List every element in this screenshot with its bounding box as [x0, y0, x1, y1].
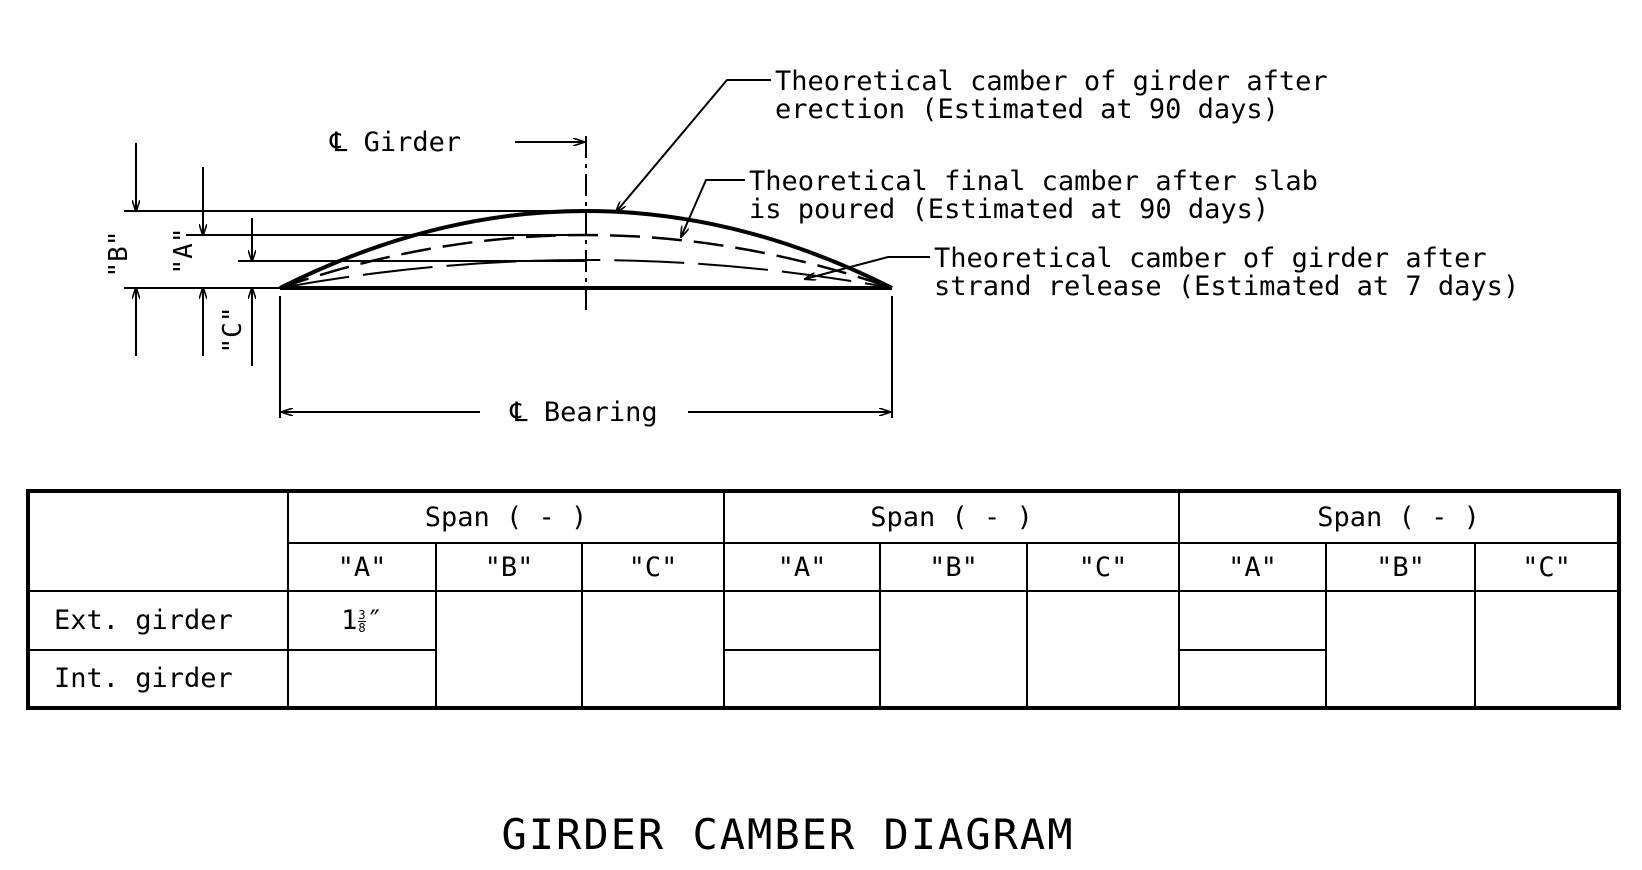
dim-a-label: "A" — [169, 228, 199, 275]
cell-span1-b — [435, 590, 583, 709]
erection-note-line2: erection (Estimated at 90 days) — [775, 94, 1279, 125]
erection-leader — [616, 79, 771, 212]
girder-centerline-label: ℄ Girder — [329, 127, 461, 158]
col-header-a: "A" — [1178, 542, 1328, 592]
final-note-line2: is poured (Estimated at 90 days) — [749, 194, 1269, 225]
col-header-a: "A" — [287, 542, 437, 592]
row-label-int-girder: Int. girder — [27, 649, 289, 709]
release-leader — [805, 256, 930, 279]
span-header-3: Span ( - ) — [1178, 490, 1621, 544]
col-header-c: "C" — [580, 542, 726, 592]
camber-value-unit: ″ — [366, 605, 383, 636]
release-note-line2: strand release (Estimated at 7 days) — [934, 271, 1519, 302]
erection-note-line1: Theoretical camber of girder after — [775, 66, 1328, 97]
camber-table: Span ( - ) Span ( - ) Span ( - ) "A" "B"… — [26, 489, 1622, 710]
cell-span2-a-ext — [723, 590, 882, 651]
camber-value-whole: 1 — [341, 605, 358, 636]
dim-b-label: "B" — [104, 231, 134, 278]
cell-span3-b — [1325, 590, 1477, 709]
cell-span2-b — [879, 590, 1029, 709]
release-note-line1: Theoretical camber of girder after — [934, 243, 1487, 274]
row-label-ext-girder: Ext. girder — [27, 590, 289, 651]
col-header-a: "A" — [723, 542, 882, 592]
bearing-centerline-label: ℄ Bearing — [509, 397, 657, 428]
col-header-c: "C" — [1474, 542, 1621, 592]
table-row: Int. girder — [27, 649, 1619, 709]
fraction-numerator: 3 — [358, 608, 366, 622]
col-header-c: "C" — [1026, 542, 1181, 592]
col-header-b: "B" — [879, 542, 1029, 592]
col-header-b: "B" — [435, 542, 583, 592]
final-leader — [681, 179, 745, 237]
table-corner-cell — [27, 490, 289, 592]
cell-span2-a-int — [723, 649, 882, 709]
span-header-2: Span ( - ) — [723, 490, 1181, 544]
cell-span1-c — [580, 590, 726, 709]
dim-c-label: "C" — [218, 307, 248, 354]
cell-span3-c — [1474, 590, 1621, 709]
col-header-b: "B" — [1325, 542, 1477, 592]
cell-span3-a-ext — [1178, 590, 1328, 651]
table-header-span-row: Span ( - ) Span ( - ) Span ( - ) — [27, 490, 1621, 592]
cell-span3-a-int — [1178, 649, 1328, 709]
span-header-1: Span ( - ) — [286, 490, 726, 544]
fraction-denominator: 8 — [358, 621, 366, 635]
final-note-line1: Theoretical final camber after slab — [749, 166, 1318, 197]
table-header-col-row: "A" "B" "C" "A" "B" "C" "A" "B" "C" — [28, 542, 1621, 592]
cell-span1-a-int — [287, 649, 437, 709]
diagram-title: GIRDER CAMBER DIAGRAM — [501, 810, 1074, 859]
cell-span2-c — [1026, 590, 1181, 709]
